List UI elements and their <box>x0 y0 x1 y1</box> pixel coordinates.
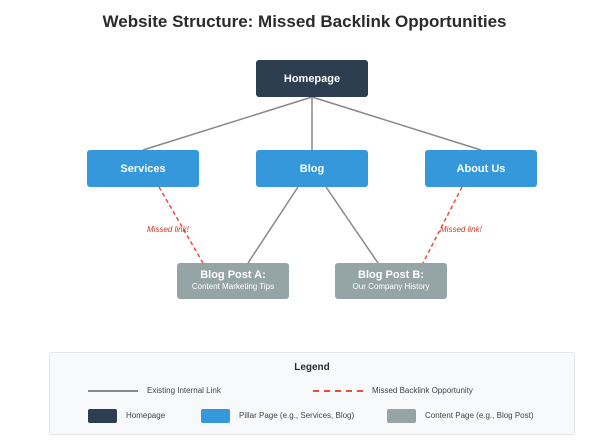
legend-existing-link-label: Existing Internal Link <box>147 386 221 395</box>
node-blog-post-b-title: Blog Post B: <box>358 269 424 281</box>
legend-homepage-swatch <box>88 409 117 423</box>
node-blog-label: Blog <box>299 162 325 175</box>
node-homepage-label: Homepage <box>283 72 341 85</box>
legend-missed-link-line <box>313 390 363 392</box>
node-services-label: Services <box>120 162 166 175</box>
legend-pillar-label: Pillar Page (e.g., Services, Blog) <box>239 411 355 420</box>
missed-link-services-post-a <box>158 186 204 264</box>
legend-content-swatch <box>387 409 416 423</box>
legend-missed-link-label: Missed Backlink Opportunity <box>372 386 473 395</box>
node-blog: Blog <box>256 150 368 187</box>
link-home-services <box>142 96 313 151</box>
node-homepage: Homepage <box>256 60 368 97</box>
node-services: Services <box>87 150 199 187</box>
missed-link-label-right: Missed link! <box>440 225 482 234</box>
node-blog-post-b-subtitle: Our Company History <box>352 282 430 291</box>
missed-link-label-left: Missed link! <box>147 225 189 234</box>
legend-pillar-swatch <box>201 409 230 423</box>
legend-title: Legend <box>294 362 330 373</box>
legend-content-label: Content Page (e.g., Blog Post) <box>425 411 534 420</box>
node-blog-post-a-subtitle: Content Marketing Tips <box>191 282 275 291</box>
node-blog-post-a: Blog Post A: Content Marketing Tips <box>177 263 289 299</box>
link-blog-post-b <box>325 186 379 264</box>
node-about-us-label: About Us <box>456 162 506 175</box>
legend-existing-link-line <box>88 390 138 392</box>
node-blog-post-b: Blog Post B: Our Company History <box>335 263 447 299</box>
missed-link-about-post-b <box>422 186 463 264</box>
diagram-title: Website Structure: Missed Backlink Oppor… <box>102 12 507 31</box>
legend-homepage-label: Homepage <box>126 411 166 420</box>
node-blog-post-a-title: Blog Post A: <box>200 269 266 281</box>
legend: Legend Existing Internal Link Missed Bac… <box>49 352 575 435</box>
link-blog-post-a <box>247 186 299 264</box>
link-home-about <box>311 96 482 151</box>
node-about-us: About Us <box>425 150 537 187</box>
